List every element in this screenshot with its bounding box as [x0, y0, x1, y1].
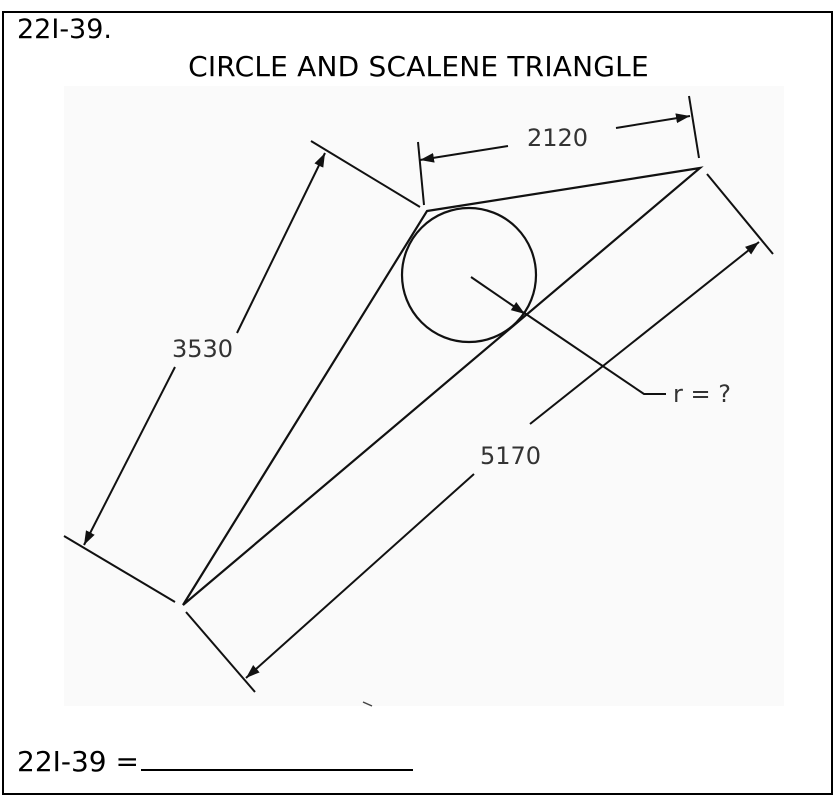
dimension-label-long: 5170 [480, 442, 541, 470]
dimension-arrow-long-down [245, 473, 475, 679]
extension-line-top-left [417, 141, 425, 206]
problem-frame [2, 11, 833, 795]
scan-artifact-mark [362, 701, 373, 707]
scalene-triangle [182, 166, 704, 606]
problem-number: 22I-39. [17, 14, 113, 45]
dimension-arrow-left-down [83, 366, 176, 546]
inscribed-circle [400, 206, 538, 344]
extension-line-left-top [310, 140, 421, 208]
dimension-arrow-top-right [615, 113, 691, 129]
dimension-label-left: 3530 [172, 335, 233, 363]
radius-leader-line [522, 311, 666, 395]
dimension-label-top: 2120 [527, 124, 588, 152]
extension-line-long-top [706, 173, 774, 255]
radius-arrow [470, 276, 526, 315]
answer-row: 22I-39 = [17, 743, 413, 778]
radius-label: r = ? [673, 380, 731, 408]
dimension-arrow-long-up [529, 241, 760, 425]
extension-line-long-bottom [185, 611, 256, 693]
problem-title: CIRCLE AND SCALENE TRIANGLE [188, 50, 649, 83]
dimension-arrow-top-left [419, 145, 509, 163]
dimension-arrow-left-up [236, 152, 326, 334]
extension-line-left-bottom [63, 535, 176, 603]
extension-line-top-right [688, 95, 700, 159]
answer-label: 22I-39 = [17, 745, 139, 778]
answer-blank[interactable] [140, 743, 413, 771]
